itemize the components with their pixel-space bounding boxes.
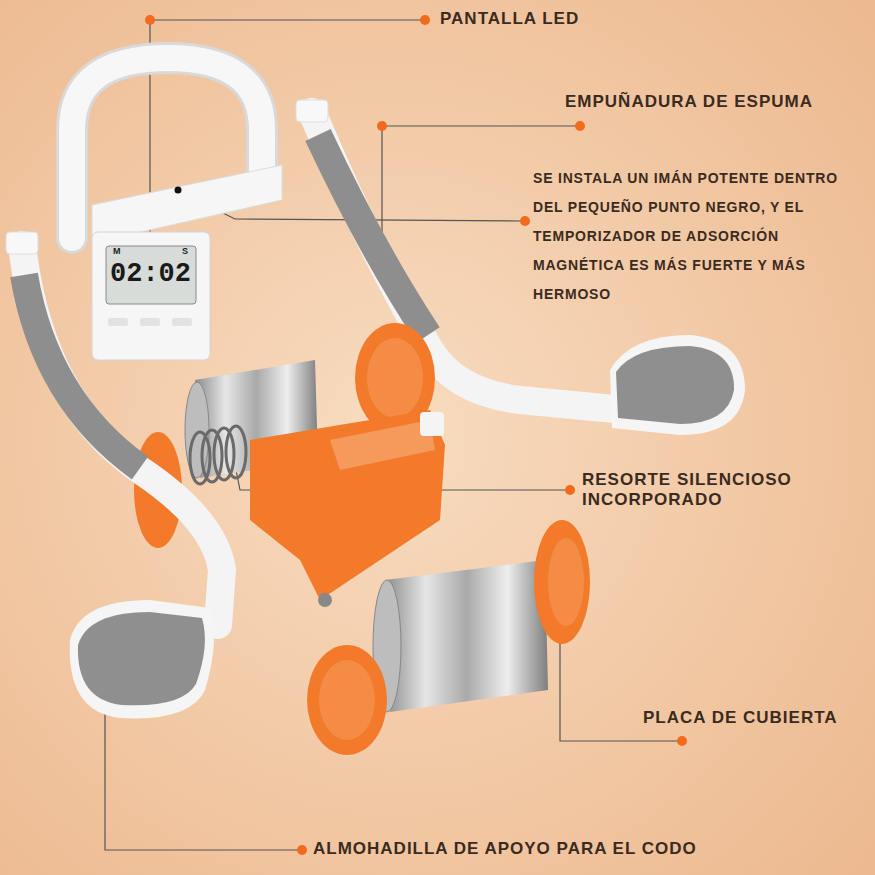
callout-label: RESORTE SILENCIOSO INCORPORADO xyxy=(582,470,852,509)
timer-unit: M xyxy=(113,246,121,256)
right-handle xyxy=(616,346,734,424)
callout-label: PLACA DE CUBIERTA xyxy=(643,708,838,728)
timer xyxy=(92,232,210,360)
left-handle xyxy=(78,612,205,705)
frame xyxy=(330,420,435,470)
wheel xyxy=(534,520,590,644)
leader-dots xyxy=(420,15,430,25)
callout-label: PANTALLA LED xyxy=(440,9,579,29)
left-handle xyxy=(70,600,214,718)
frame xyxy=(420,412,444,436)
roller xyxy=(185,382,209,478)
u-handle xyxy=(72,58,282,243)
timer-unit: S xyxy=(182,246,188,256)
timer xyxy=(108,318,128,326)
u-handle xyxy=(175,187,182,194)
timer xyxy=(92,232,210,360)
leader-dots xyxy=(377,121,387,131)
leader-dots xyxy=(297,845,307,855)
timer xyxy=(106,246,196,304)
roller xyxy=(385,560,548,712)
leader-dots xyxy=(145,15,155,25)
leader-dots xyxy=(100,15,687,855)
wheel-hub xyxy=(367,338,423,418)
note-text: SE INSTALA UN IMÁN POTENTE DENTRO DEL PE… xyxy=(533,164,869,309)
spring xyxy=(190,426,246,484)
left-handle xyxy=(6,232,38,254)
roller xyxy=(373,560,548,712)
wheel xyxy=(307,645,387,755)
leader-lines xyxy=(105,20,678,850)
leader-dots xyxy=(565,485,575,495)
left-handle xyxy=(6,232,222,718)
left-handle xyxy=(22,245,222,625)
callout-label: EMPUÑADURA DE ESPUMA xyxy=(565,92,813,112)
u-handle xyxy=(92,165,282,243)
right-handle xyxy=(610,335,745,435)
timer xyxy=(172,318,192,326)
leader-dots xyxy=(575,121,585,131)
wheel-hub xyxy=(319,660,375,740)
frame xyxy=(250,410,445,600)
right-handle xyxy=(296,100,328,122)
wheel-hub xyxy=(548,538,584,626)
timer xyxy=(140,318,160,326)
leader-dots xyxy=(520,216,530,226)
leader-dots xyxy=(677,736,687,746)
timer-digits: 02:02 xyxy=(110,259,191,290)
left-handle xyxy=(24,275,140,468)
callout-label: ALMOHADILLA DE APOYO PARA EL CODO xyxy=(313,839,697,859)
frame xyxy=(318,593,332,607)
spring xyxy=(226,426,246,478)
right-handle xyxy=(318,135,428,335)
